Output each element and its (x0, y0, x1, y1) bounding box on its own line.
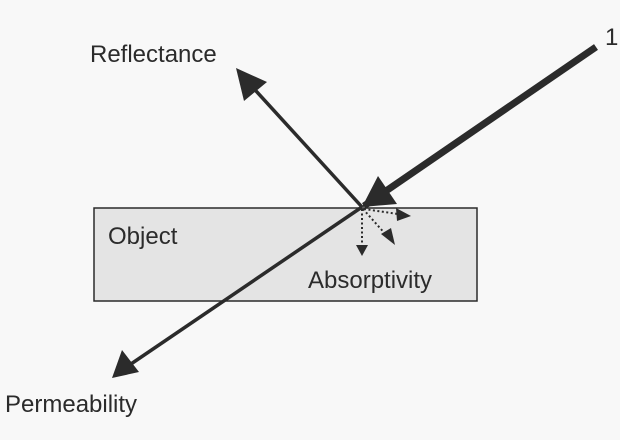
reflectance-arrowhead (236, 68, 267, 101)
incident-beam (362, 44, 598, 209)
incident-arrowhead (362, 176, 397, 207)
permeability-beam (127, 205, 363, 368)
absorptivity-arrowhead-down (356, 245, 368, 256)
absorptivity-arrowhead-diag (381, 228, 395, 245)
absorptivity-arrows (356, 208, 411, 256)
permeability-label: Permeability (5, 391, 137, 418)
absorptivity-arrowhead-right (396, 208, 411, 221)
reflectance-label: Reflectance (90, 41, 217, 68)
reflectance-beam (244, 78, 364, 209)
absorptivity-label: Absorptivity (308, 267, 432, 294)
permeability-arrowhead (112, 350, 139, 378)
object-label: Object (108, 223, 178, 250)
absorptivity-arrow-right (363, 208, 399, 215)
object-box (93, 207, 478, 302)
absorptivity-arrow-diag (362, 208, 389, 238)
incident-label: 1 (605, 24, 618, 51)
